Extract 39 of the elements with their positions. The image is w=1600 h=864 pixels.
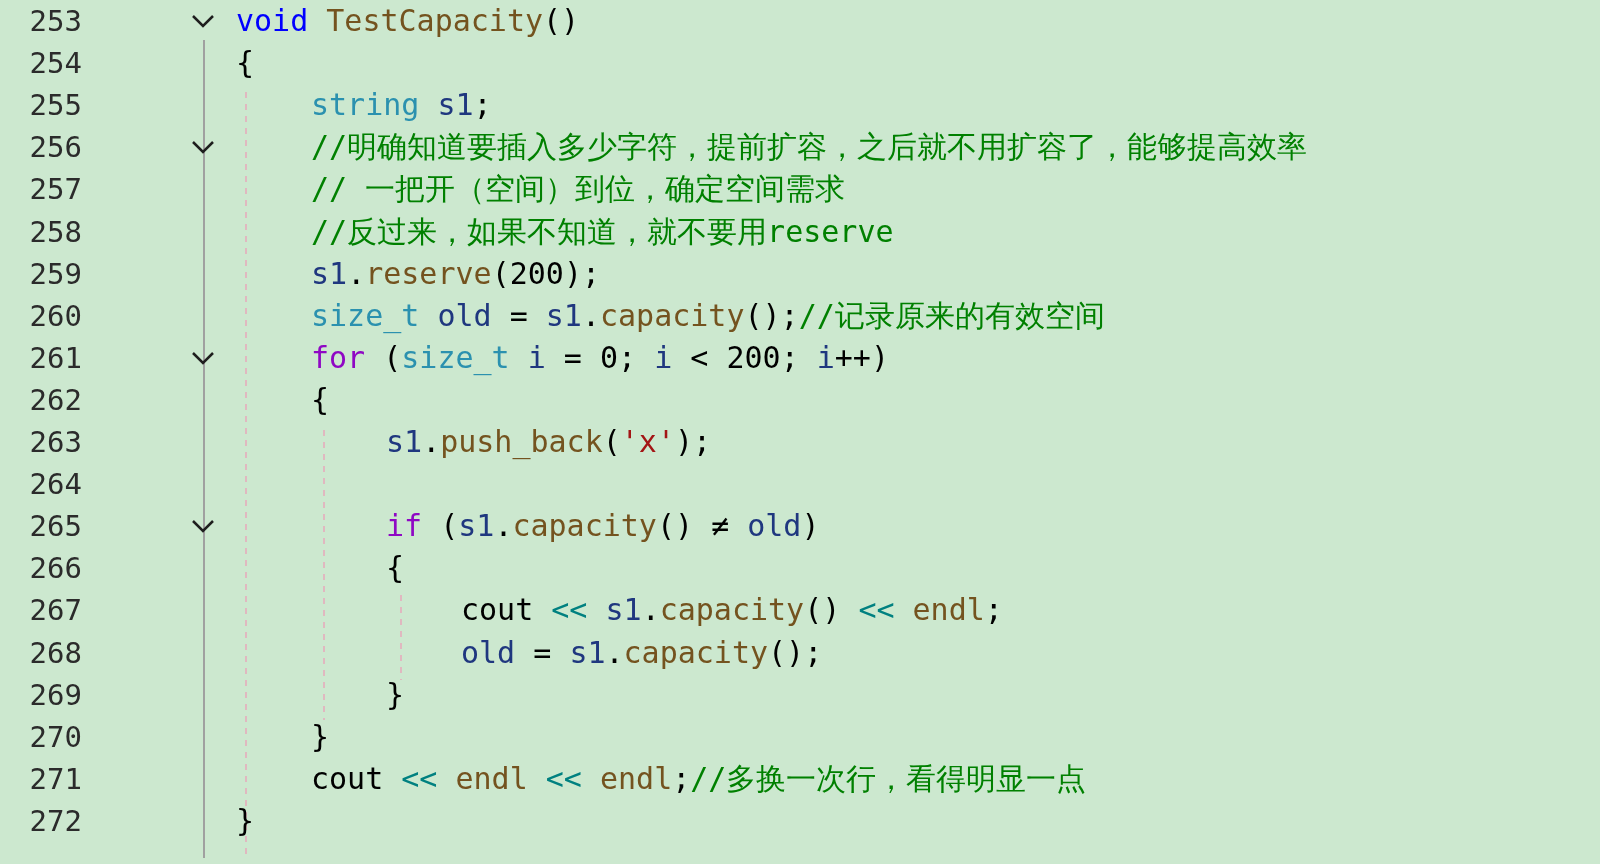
code-line: for (size_t i = 0; i < 200; i++) bbox=[311, 338, 889, 377]
line-number: 267 bbox=[28, 592, 82, 629]
line-number: 264 bbox=[28, 466, 82, 503]
line-number: 272 bbox=[28, 802, 82, 839]
line-number: 255 bbox=[28, 87, 82, 124]
code-line: old = s1.capacity(); bbox=[461, 633, 823, 672]
line-number: 260 bbox=[28, 297, 82, 334]
code-line: } bbox=[236, 801, 255, 840]
code-line: string s1; bbox=[311, 86, 492, 125]
code-line: //反过来，如果不知道，就不要用reserve bbox=[311, 212, 894, 251]
code-line: } bbox=[386, 675, 405, 714]
line-number: 261 bbox=[28, 339, 82, 376]
code-line: cout << s1.capacity() << endl; bbox=[461, 591, 1003, 630]
code-line: s1.reserve(200); bbox=[311, 254, 600, 293]
line-number: 271 bbox=[28, 760, 82, 797]
line-number: 257 bbox=[28, 171, 82, 208]
line-number: 263 bbox=[28, 424, 82, 460]
code-line: s1.push_back('x'); bbox=[386, 423, 712, 461]
line-number: 258 bbox=[28, 213, 82, 250]
line-number: 259 bbox=[28, 255, 82, 292]
line-number: 254 bbox=[28, 45, 82, 82]
line-number: 265 bbox=[28, 508, 82, 545]
code-line: { bbox=[386, 549, 405, 588]
line-number: 262 bbox=[28, 381, 82, 418]
code-line: size_t old = s1.capacity();//记录原来的有效空间 bbox=[311, 296, 1105, 335]
line-number: 268 bbox=[28, 634, 82, 671]
line-number: 266 bbox=[28, 550, 82, 587]
line-number: 269 bbox=[28, 676, 82, 713]
code-line: // 一把开（空间）到位，确定空间需求 bbox=[311, 170, 846, 209]
code-line: if (s1.capacity() ≠ old) bbox=[386, 507, 820, 546]
code-line: { bbox=[236, 44, 255, 83]
code-line: void TestCapacity() bbox=[236, 2, 580, 40]
line-number: 270 bbox=[28, 718, 82, 755]
code-line: { bbox=[311, 380, 330, 419]
code-line: //明确知道要插入多少字符，提前扩容，之后就不用扩容了，能够提高效率 bbox=[311, 128, 1308, 167]
code-line: } bbox=[311, 717, 330, 756]
line-number: 253 bbox=[28, 3, 82, 39]
line-number: 256 bbox=[28, 129, 82, 166]
code-line: cout << endl << endl;//多换一次行，看得明显一点 bbox=[311, 759, 1087, 798]
